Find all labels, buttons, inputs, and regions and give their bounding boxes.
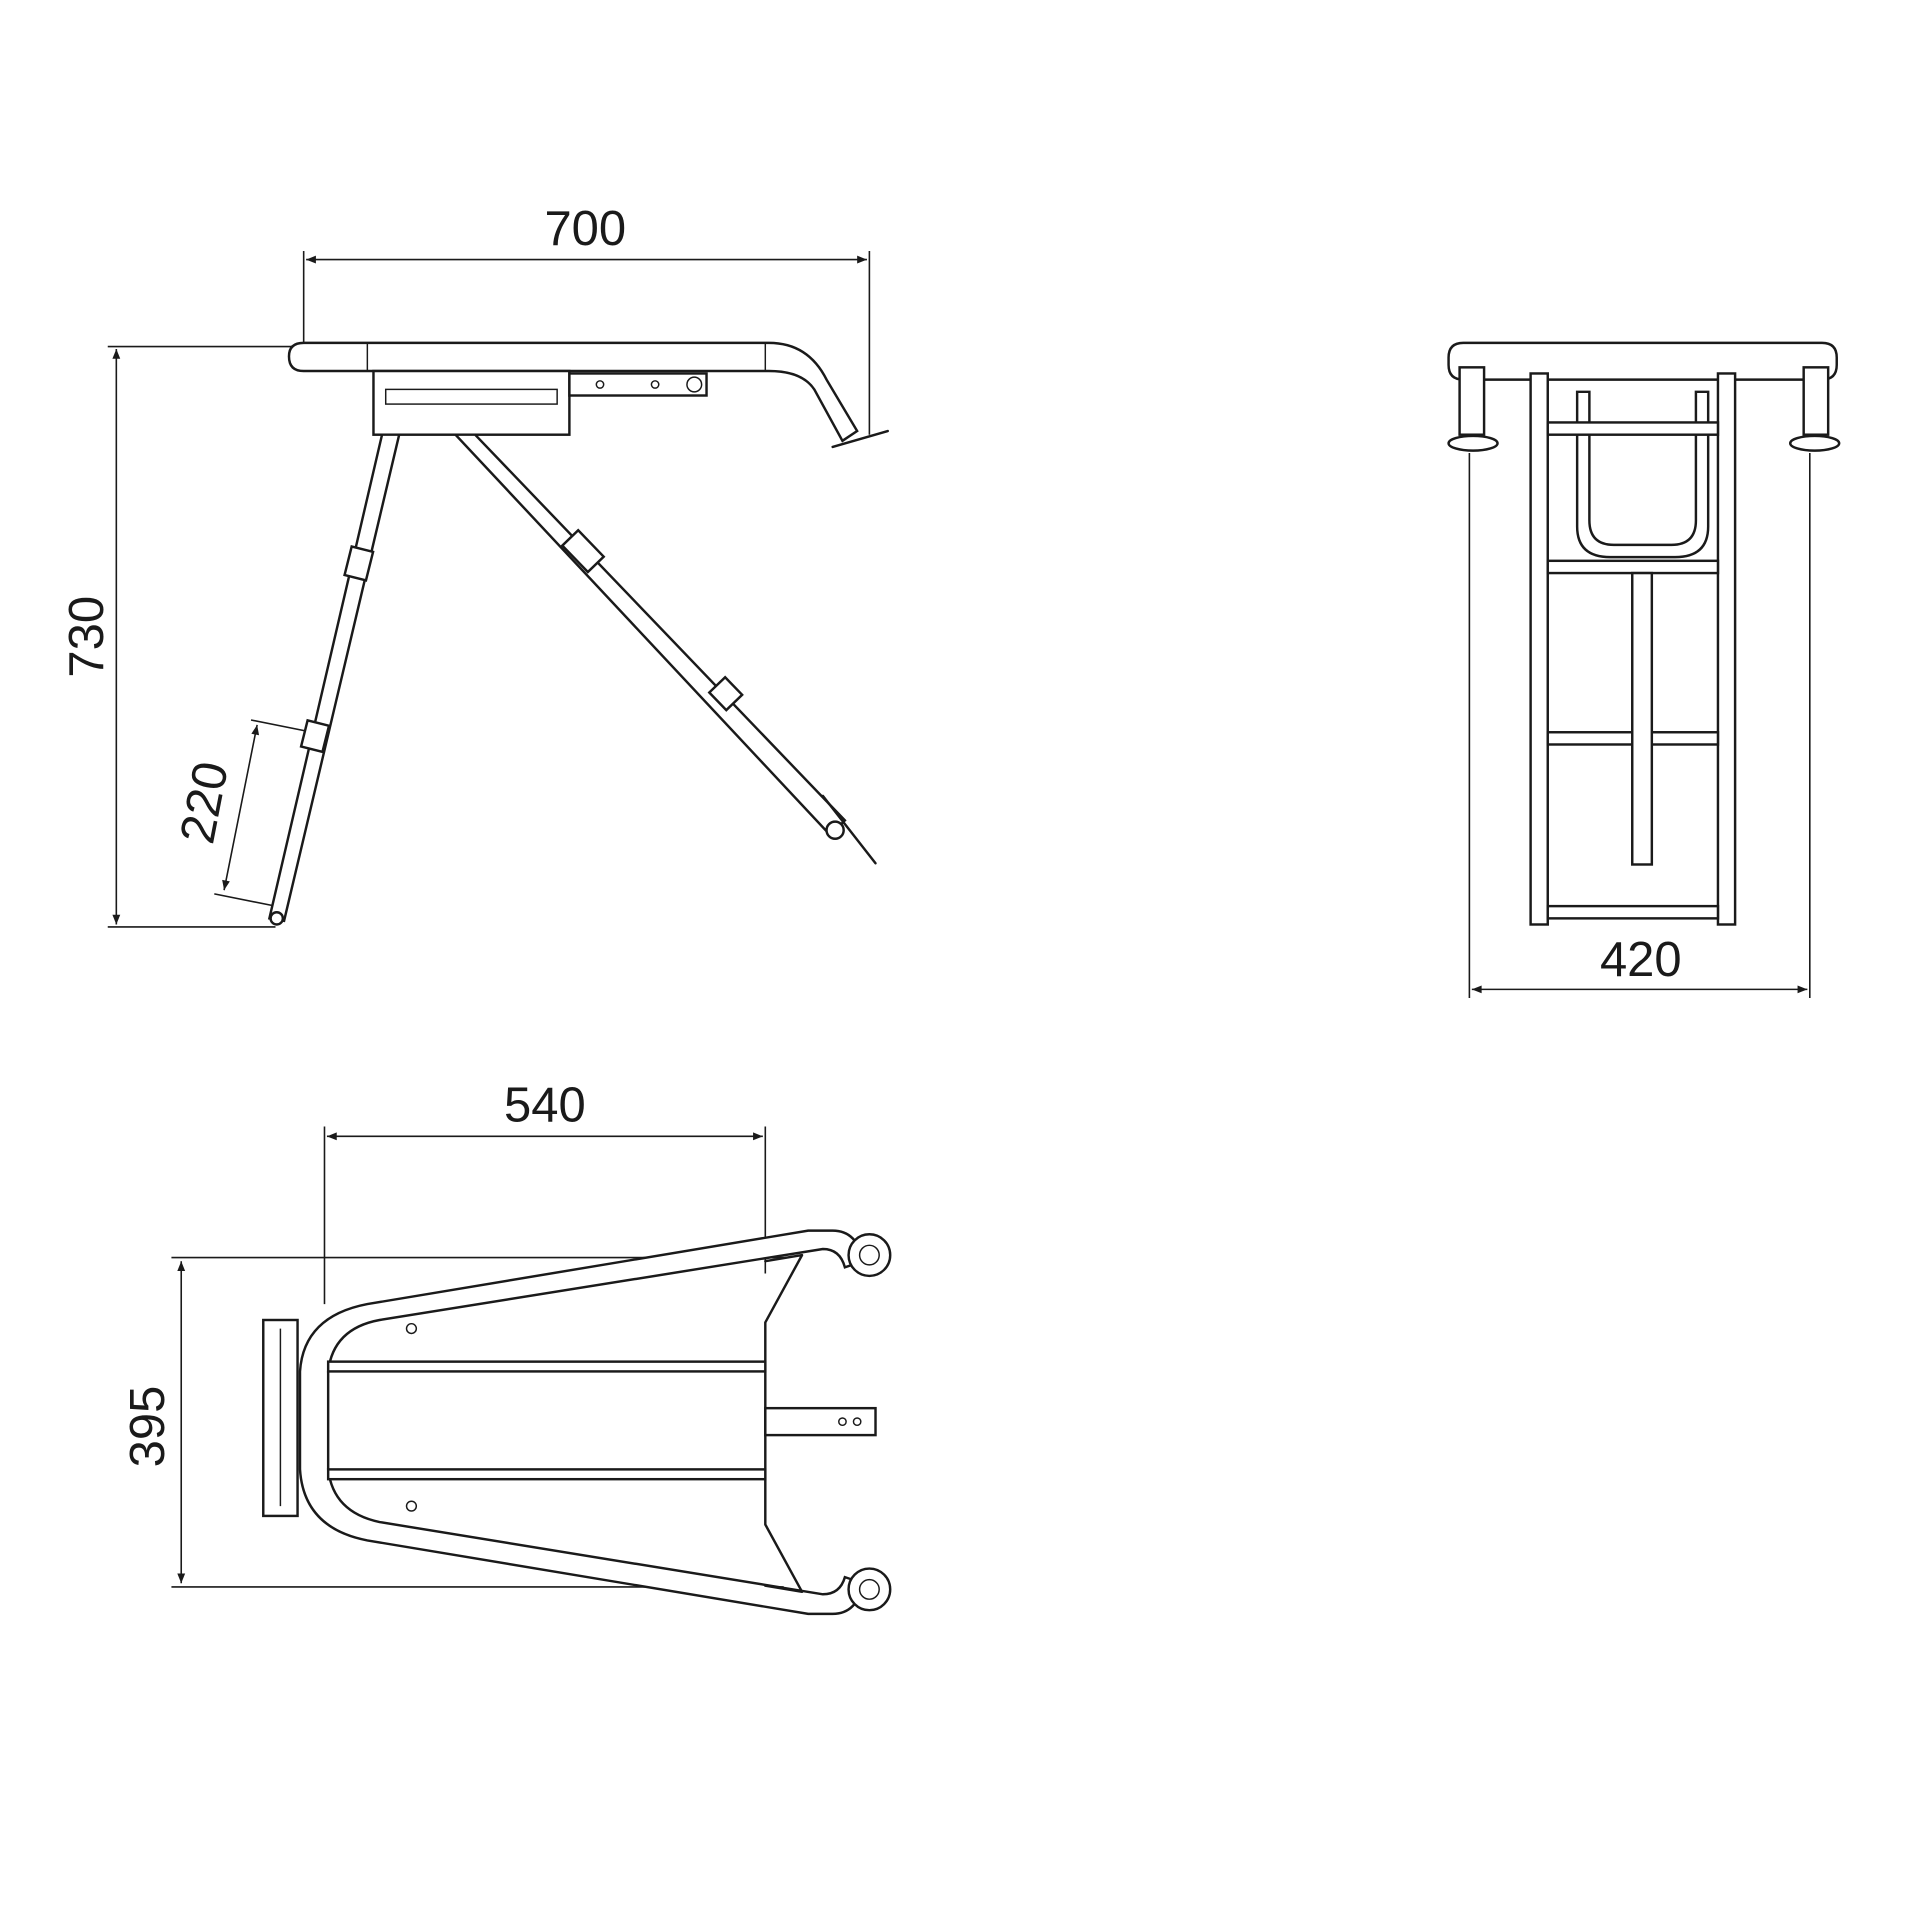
dimension-label-220: 220 [170,757,239,848]
dimension-label-540: 540 [504,1079,586,1133]
frame-top [262,1229,892,1616]
side-view: 700 730 220 [60,202,889,928]
rear-leg-side [452,433,877,865]
dimension-label-395: 395 [121,1386,175,1468]
dimension-label-420: 420 [1600,933,1682,987]
dimension-label-700: 700 [544,202,626,256]
dimension-730: 730 [60,345,294,928]
dimension-420: 420 [1468,453,1811,998]
platform-front [1447,341,1841,452]
ladder-front [1529,372,1737,926]
platform-side [287,341,889,449]
front-view: 420 [1447,341,1841,998]
front-leg-side [267,433,401,926]
dimension-540: 540 [323,1079,767,1305]
top-view: 540 395 [121,1079,892,1616]
dimension-label-730: 730 [60,596,114,678]
dimension-700: 700 [302,202,871,435]
